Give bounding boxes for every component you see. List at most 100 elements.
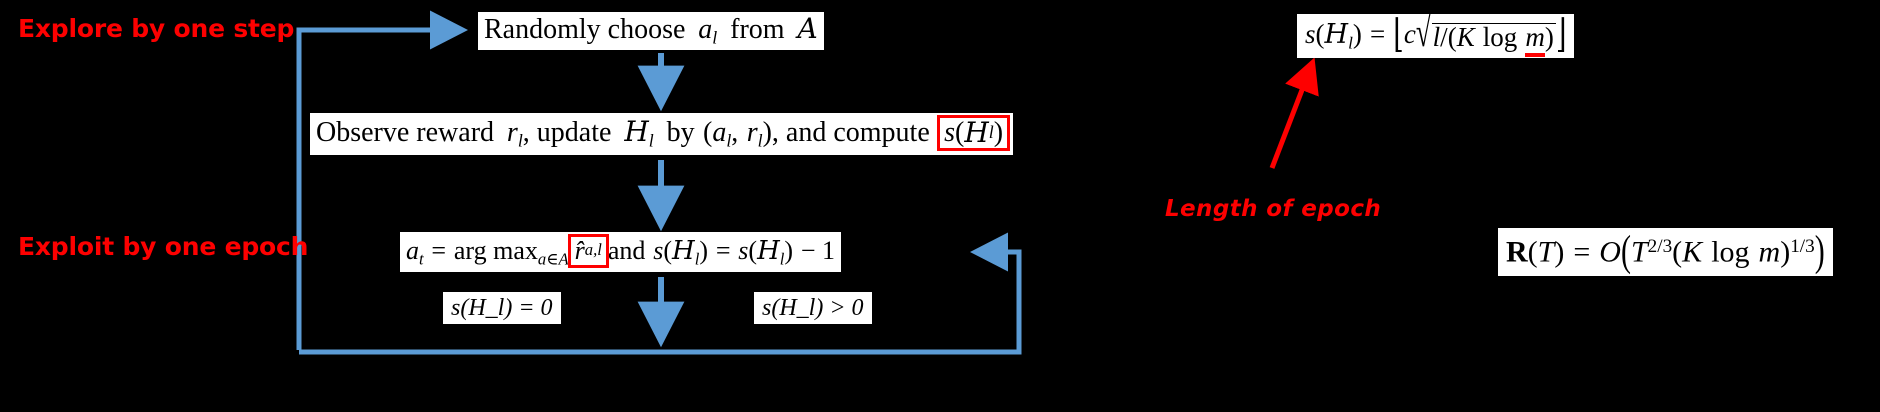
floor-right-bracket: ⌋ [1555, 11, 1567, 56]
operator-argmax: arg max [453, 235, 538, 265]
label-by: by [666, 116, 695, 148]
label-observe-lead: Observe reward [316, 116, 495, 148]
symbol-r-hat: r̂ [574, 235, 585, 265]
symbol-history-2-sub: l [988, 121, 994, 142]
label-from: from [730, 13, 785, 45]
paren-close: ) [762, 116, 772, 148]
formula-bigO-open: ( [1620, 227, 1631, 276]
formula-slash: / [1440, 21, 1448, 52]
symbol-a-sub: l [726, 130, 732, 151]
formula-history-sub: l [1348, 33, 1353, 53]
formula-regret-log: log [1711, 235, 1750, 269]
label-lead: Randomly choose [484, 13, 686, 45]
condition-epoch-remaining: s(H_l) > 0 [754, 292, 872, 324]
formula-exponent-one-third: 1/3 [1790, 235, 1815, 257]
symbol-history: H [624, 114, 649, 148]
symbol-s: s [944, 116, 956, 148]
formula-regret-m: m [1758, 235, 1781, 269]
symbol-history-2: H [964, 115, 989, 149]
formula-paren-close: ) [1352, 18, 1362, 49]
label-and-compute: , and compute [771, 116, 930, 148]
condition-greater-zero-text: s(H_l) > 0 [762, 295, 864, 321]
arrow-explore-loop [296, 10, 468, 350]
symbol-r-sub: l [757, 130, 763, 151]
formula-regret-equals: = [1573, 235, 1591, 269]
paren-open-4: ( [748, 235, 758, 265]
symbol-history-sub: l [648, 130, 654, 151]
formula-inner-close: ) [1544, 21, 1554, 52]
condition-equal-zero-text: s(H_l) = 0 [451, 295, 553, 321]
formula-log: log [1482, 21, 1518, 52]
equals-2: = [715, 235, 731, 265]
symbol-r-hat-sub: a,l [584, 240, 602, 260]
formula-K: K [1456, 21, 1475, 52]
label-update: , update [522, 116, 612, 148]
formula-regret-T: T [1537, 235, 1555, 269]
formula-horizon-T: T [1630, 235, 1648, 269]
paren-open: ( [702, 116, 713, 148]
symbol-action: a [698, 13, 713, 45]
equals-1: = [431, 235, 447, 265]
formula-regret-K: K [1682, 235, 1703, 269]
paren-close-2: ) [993, 116, 1004, 148]
formula-regret-open: ( [1527, 235, 1538, 269]
formula-constant-c: c [1403, 18, 1416, 49]
formula-equals: = [1369, 18, 1386, 49]
arrow-loop-back [299, 232, 1022, 355]
symbol-action-set: A [797, 11, 818, 45]
minus-one: − 1 [800, 235, 836, 265]
formula-l: l [1432, 21, 1441, 52]
condition-epoch-exhausted: s(H_l) = 0 [443, 292, 561, 324]
symbol-action-t-sub: t [419, 248, 424, 268]
floor-left-bracket: ⌊ [1393, 11, 1404, 56]
comma: , [731, 116, 739, 148]
operator-argmax-sub: a∈A [538, 249, 569, 268]
formula-exponent-two-thirds: 2/3 [1647, 235, 1673, 257]
symbol-reward: r [506, 116, 518, 148]
label-and: and [607, 235, 646, 265]
symbol-history-3: H [672, 235, 695, 266]
paren-close-4: ) [784, 235, 794, 265]
formula-regret-close: ) [1554, 235, 1565, 269]
annotation-exploit-by-one-epoch: Exploit by one epoch [18, 232, 309, 261]
formula-regret-R: R [1506, 235, 1528, 269]
annotation-explore-by-one-step: Explore by one step [18, 14, 295, 43]
symbol-r: r [746, 116, 758, 148]
annotation-length-of-epoch: Length of epoch [1165, 196, 1382, 222]
formula-regret-inner-close: ) [1780, 235, 1791, 269]
paren-open-3: ( [663, 235, 673, 265]
formula-inner-open: ( [1447, 21, 1457, 52]
paren-close-3: ) [699, 235, 709, 265]
paren-open-2: ( [955, 116, 965, 148]
argmax-sub-text: a∈A [537, 248, 569, 268]
symbol-history-3-sub: l [694, 248, 700, 268]
symbol-s-3: s [738, 235, 749, 265]
formula-s: s [1305, 18, 1316, 49]
symbol-action-sub: l [712, 27, 718, 48]
symbol-a: a [712, 116, 727, 148]
symbol-s-2: s [653, 235, 664, 265]
symbol-action-t: a [406, 235, 419, 265]
symbol-history-4: H [757, 235, 780, 266]
symbol-history-4-sub: l [779, 248, 785, 268]
arrow-epoch-length-pointer [1269, 57, 1319, 169]
highlight-estimated-reward: r̂a,l [567, 233, 609, 268]
formula-paren-open: ( [1315, 18, 1325, 49]
formula-m-underlined: m [1525, 21, 1545, 57]
symbol-reward-sub: l [517, 130, 523, 151]
formula-bigO-close: ) [1814, 227, 1825, 276]
